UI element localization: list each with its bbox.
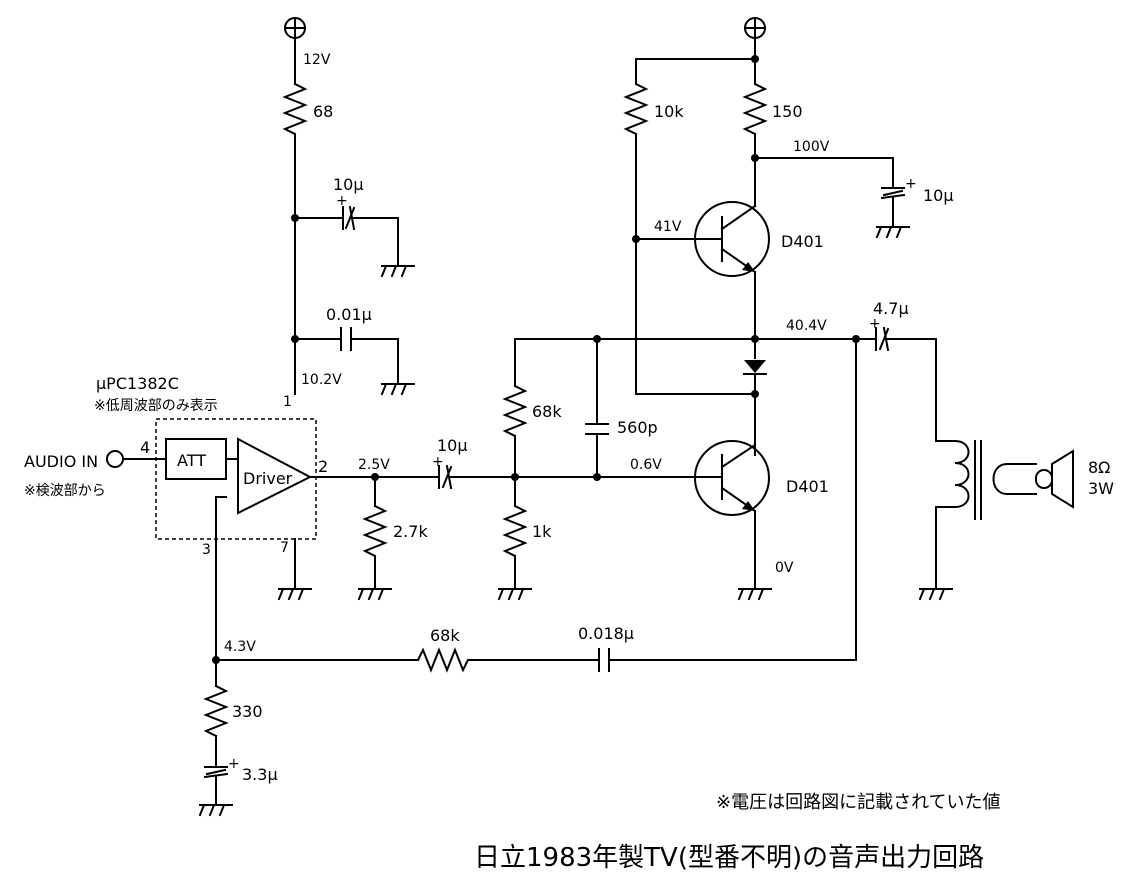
- voltage-note: ※電圧は回路図に記載されていた値: [716, 792, 1001, 813]
- transistor-d401-lower: [694, 440, 770, 516]
- ground-symbol: [497, 587, 532, 601]
- resistor-68-top-label: 68: [313, 102, 333, 121]
- ic-pin-7: 7: [280, 540, 289, 556]
- svg-text:+: +: [432, 454, 444, 470]
- output-transformer: [935, 440, 1009, 520]
- driver-label: Driver: [243, 469, 293, 488]
- diode: [743, 360, 767, 375]
- ic-outline: [155, 418, 317, 540]
- resistor-330: [203, 684, 229, 738]
- supply-12v-terminal: [284, 17, 306, 39]
- voltage-0.6v: 0.6V: [630, 457, 662, 473]
- att-label: ATT: [177, 451, 206, 470]
- svg-text:+: +: [905, 176, 917, 192]
- driver-amplifier: [237, 437, 313, 515]
- supply-12v-label: 12V: [303, 52, 331, 68]
- voltage-41v: 41V: [654, 219, 682, 235]
- resistor-68k-bias-label: 68k: [532, 402, 562, 421]
- resistor-150-label: 150: [772, 102, 803, 121]
- transistor-d401-upper: [635, 201, 770, 277]
- ic-sub-note: ※低周波部のみ表示: [94, 398, 218, 414]
- electrolytic-capacitor-10u-coupling: +: [432, 454, 453, 490]
- audio-in-note: ※検波部から: [24, 483, 106, 499]
- speaker-icon: [1006, 449, 1074, 509]
- audio-in-terminal: [106, 450, 124, 468]
- ic-pin-1: 1: [283, 394, 292, 410]
- ground-symbol: [277, 587, 312, 601]
- resistor-68k-bias: [502, 384, 528, 438]
- ground-symbol: [737, 587, 772, 601]
- ic-pin-4: 4: [140, 438, 150, 457]
- ic-name: μPC1382C: [96, 374, 179, 393]
- junction-dot: [852, 335, 860, 343]
- ic-pin-3: 3: [202, 542, 211, 558]
- capacitor-10u-top-label: 10μ: [333, 175, 364, 194]
- svg-text:+: +: [869, 316, 881, 332]
- audio-in-label: AUDIO IN: [24, 452, 98, 471]
- ground-symbol: [357, 587, 392, 601]
- resistor-68k-feedback: [416, 647, 470, 673]
- supply-100v-terminal: [744, 17, 766, 39]
- capacitor-0.018u: [598, 648, 610, 672]
- diagram-title: 日立1983年製TV(型番不明)の音声出力回路: [474, 843, 984, 873]
- capacitor-0.01u-label: 0.01μ: [326, 305, 372, 324]
- capacitor-0.01u: [340, 327, 352, 351]
- resistor-1k: [502, 504, 528, 558]
- ground-symbol: [875, 225, 910, 239]
- voltage-0v: 0V: [775, 560, 794, 576]
- resistor-68k-feedback-label: 68k: [430, 626, 460, 645]
- electrolytic-capacitor-3.3u: +: [203, 756, 240, 779]
- ground-symbol: [380, 382, 415, 396]
- resistor-150: [742, 82, 768, 136]
- resistor-68-top: [282, 82, 308, 136]
- capacitor-4.7u-label: 4.7μ: [873, 299, 909, 318]
- capacitor-0.018u-label: 0.018μ: [578, 624, 634, 643]
- electrolytic-capacitor-10u-right: +: [880, 176, 917, 200]
- resistor-10k: [623, 82, 649, 136]
- ground-symbol: [380, 264, 415, 278]
- speaker-power: 3W: [1088, 479, 1114, 498]
- voltage-40.4v: 40.4V: [786, 318, 827, 334]
- capacitor-3.3u-label: 3.3μ: [242, 765, 278, 784]
- ground-symbol: [918, 587, 953, 601]
- capacitor-10u-coupling-label: 10μ: [437, 436, 468, 455]
- capacitor-560p-label: 560p: [617, 418, 658, 437]
- resistor-2.7k-label: 2.7k: [393, 522, 428, 541]
- ground-symbol: [198, 803, 233, 817]
- resistor-2.7k: [362, 504, 388, 558]
- transistor-d401-upper-label: D401: [781, 232, 824, 251]
- capacitor-560p: [585, 423, 609, 435]
- voltage-10.2v: 10.2V: [301, 372, 342, 388]
- svg-text:+: +: [336, 193, 348, 209]
- electrolytic-capacitor-10u-top: +: [336, 193, 356, 231]
- resistor-1k-label: 1k: [532, 522, 552, 541]
- ic-pin-2: 2: [318, 457, 328, 476]
- transistor-d401-lower-label: D401: [786, 477, 829, 496]
- electrolytic-capacitor-4.7u: +: [869, 316, 890, 352]
- voltage-2.5v: 2.5V: [358, 457, 390, 473]
- speaker-impedance: 8Ω: [1088, 458, 1110, 477]
- resistor-330-label: 330: [232, 702, 263, 721]
- capacitor-10u-right-label: 10μ: [923, 186, 954, 205]
- voltage-100v: 100V: [793, 139, 830, 155]
- voltage-4.3v: 4.3V: [224, 639, 256, 655]
- resistor-10k-label: 10k: [654, 102, 684, 121]
- svg-text:+: +: [228, 756, 240, 772]
